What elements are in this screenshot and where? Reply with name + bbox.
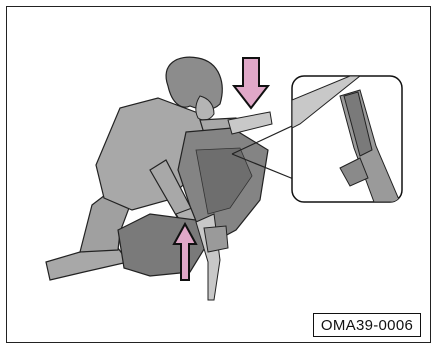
figure-code-label: OMA39-0006 (313, 313, 421, 337)
press-down-arrow-icon (234, 58, 268, 108)
zoom-callout (292, 76, 402, 202)
